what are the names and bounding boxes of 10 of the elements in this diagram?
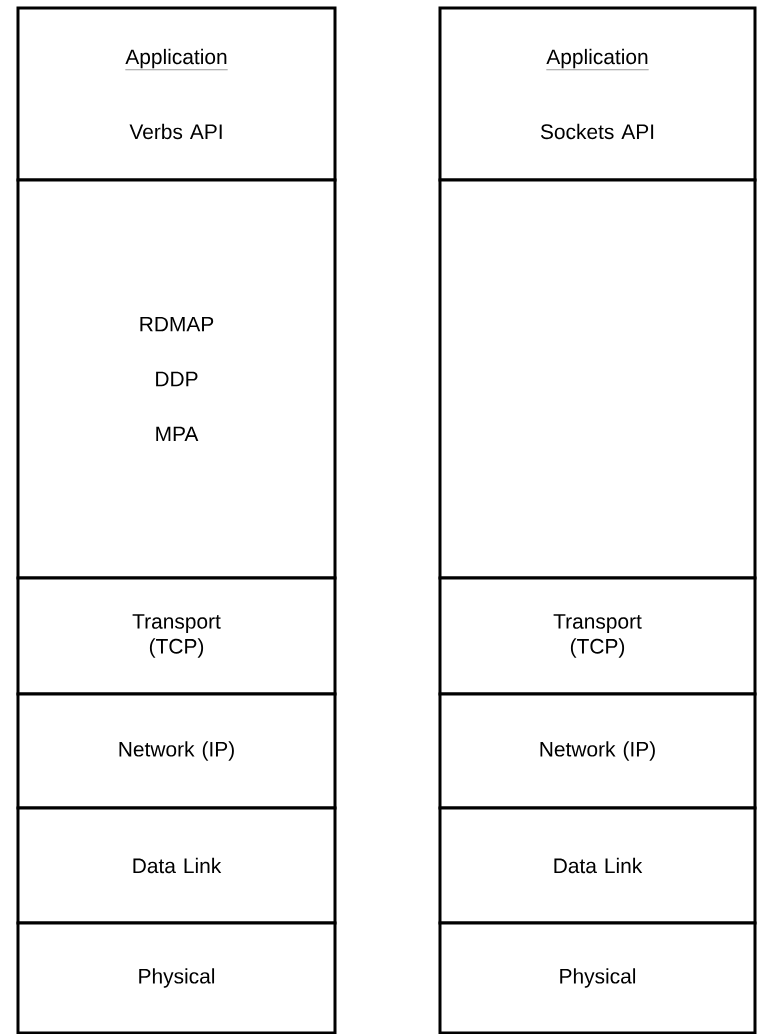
layer-box: Application Verbs API <box>16 6 337 182</box>
layer-box: Network (IP) <box>16 692 337 810</box>
layer-box: Transport (TCP) <box>438 576 757 696</box>
layer-box: Physical <box>16 921 337 1034</box>
layer-box: Network (IP) <box>438 692 757 810</box>
layer-box: Data Link <box>438 806 757 925</box>
layer-box: Physical <box>438 921 757 1034</box>
layer-box: Application Sockets API <box>438 6 757 182</box>
layer-box: Data Link <box>16 806 337 925</box>
layer-box: Transport (TCP) <box>16 576 337 696</box>
